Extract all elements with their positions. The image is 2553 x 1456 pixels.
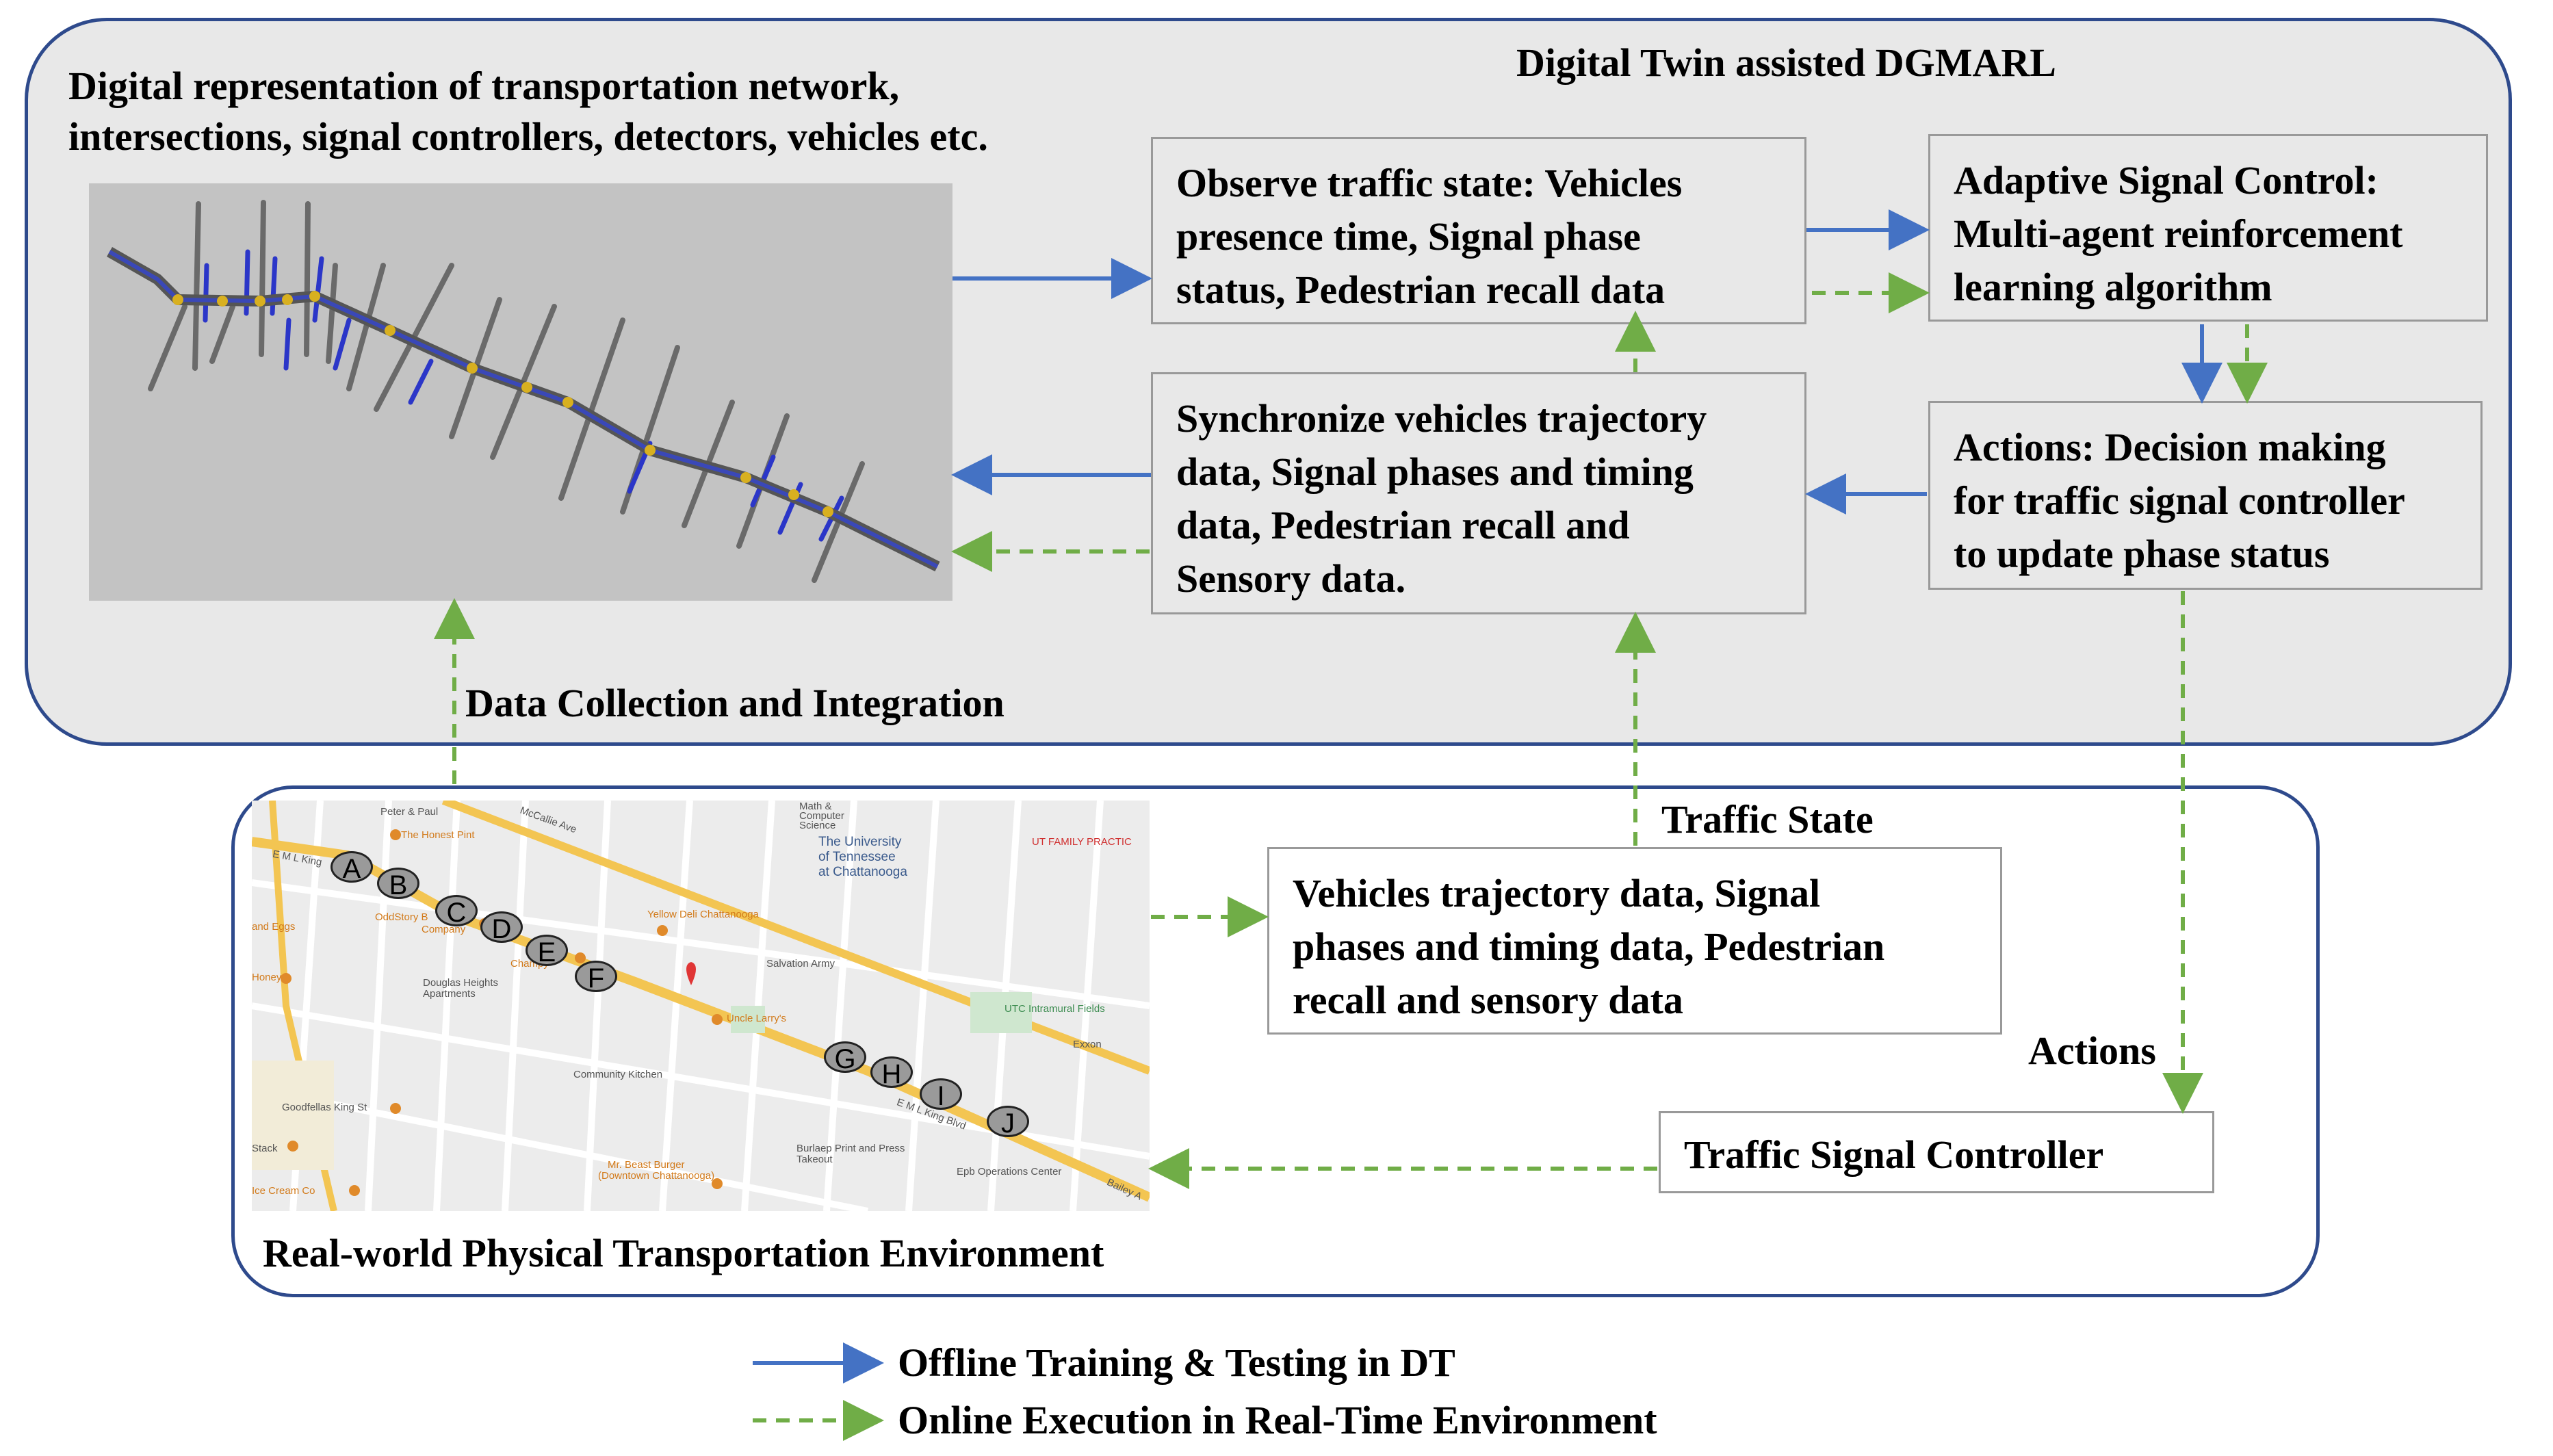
traffic-state-line-1: Vehicles trajectory data, Signal	[1293, 871, 1821, 915]
adaptive-line-3: learning algorithm	[1954, 265, 2272, 309]
network-caption-line-2: intersections, signal controllers, detec…	[68, 114, 988, 159]
traffic-signal-controller-box: Traffic Signal Controller	[1659, 1111, 2214, 1193]
observe-traffic-state-box: Observe traffic state: Vehicles presence…	[1151, 137, 1806, 324]
actions-decision-box: Actions: Decision making for traffic sig…	[1928, 401, 2483, 590]
intersection-marker-e: E	[526, 935, 568, 967]
map-label-takeout: Takeout	[796, 1154, 833, 1165]
adaptive-line-1: Adaptive Signal Control:	[1954, 158, 2379, 203]
traffic-state-label: Traffic State	[1661, 797, 1874, 842]
map-label-mr-beast-1: Mr. Beast Burger	[608, 1159, 685, 1171]
legend-offline-label: Offline Training & Testing in DT	[898, 1340, 1455, 1385]
intersection-marker-h: H	[870, 1056, 913, 1089]
physical-environment-title: Real-world Physical Transportation Envir…	[263, 1231, 1104, 1275]
traffic-signal-controller-text: Traffic Signal Controller	[1684, 1132, 2104, 1177]
intersection-marker-d: D	[480, 911, 523, 944]
intersection-marker-c: C	[435, 895, 478, 928]
map-label-community-kitchen: Community Kitchen	[573, 1069, 663, 1080]
digital-twin-title: Digital Twin assisted DGMARL	[1516, 40, 2056, 85]
map-label-goodfellas: Goodfellas King St	[282, 1102, 367, 1113]
map-label-uncle-larrys: Uncle Larry's	[727, 1013, 787, 1024]
map-label-utc-3: at Chattanooga	[818, 865, 907, 879]
map-label-utc-fields: UTC Intramural Fields	[1005, 1003, 1105, 1015]
synchronize-line-1: Synchronize vehicles trajectory	[1176, 396, 1707, 441]
map-label-exxon: Exxon	[1073, 1039, 1102, 1050]
observe-line-2: presence time, Signal phase	[1176, 214, 1641, 259]
intersection-marker-i: I	[920, 1078, 962, 1111]
legend-online-label: Online Execution in Real-Time Environmen…	[898, 1398, 1657, 1442]
actions-decision-line-3: to update phase status	[1954, 532, 2330, 576]
observe-line-3: status, Pedestrian recall data	[1176, 268, 1666, 312]
map-label-oddstory: OddStory B	[375, 911, 428, 923]
intersection-marker-f: F	[575, 961, 617, 993]
map-label-honest-pint: The Honest Pint	[401, 829, 475, 841]
synchronize-data-box: Synchronize vehicles trajectory data, Si…	[1151, 372, 1806, 614]
data-collection-label: Data Collection and Integration	[465, 681, 1005, 725]
synchronize-line-4: Sensory data.	[1176, 556, 1406, 601]
map-label-ice-cream: Ice Cream Co	[252, 1185, 315, 1197]
traffic-state-line-3: recall and sensory data	[1293, 978, 1683, 1022]
map-label-company: Company	[422, 924, 466, 935]
map-label-honey: Honey	[252, 972, 282, 983]
intersection-marker-b: B	[377, 868, 419, 900]
map-label-douglas-2: Apartments	[423, 988, 476, 1000]
map-label-yellow-deli: Yellow Deli Chattanooga	[647, 909, 759, 920]
map-label-stack: Stack	[252, 1143, 278, 1154]
map-label-math-3: Science	[799, 820, 836, 831]
traffic-state-line-2: phases and timing data, Pedestrian	[1293, 924, 1885, 969]
map-label-epb: Epb Operations Center	[957, 1166, 1062, 1178]
intersection-marker-a: A	[331, 851, 373, 884]
map-label-utc-2: of Tennessee	[818, 850, 896, 864]
map-label-peter-paul: Peter & Paul	[380, 806, 439, 818]
synchronize-line-2: data, Signal phases and timing	[1176, 450, 1694, 494]
observe-line-1: Observe traffic state: Vehicles	[1176, 161, 1683, 205]
actions-decision-line-1: Actions: Decision making	[1954, 425, 2386, 469]
adaptive-line-2: Multi-agent reinforcement	[1954, 211, 2403, 256]
map-label-math-2: Computer	[799, 810, 844, 822]
map-label-salvation-army: Salvation Army	[766, 958, 835, 970]
simulation-network-graphic	[107, 200, 940, 583]
map-label-burlaep: Burlaep Print and Press	[796, 1143, 905, 1154]
simulation-network-image	[89, 183, 952, 601]
actions-label: Actions	[2028, 1028, 2156, 1073]
actions-decision-line-2: for traffic signal controller	[1954, 478, 2405, 523]
map-label-ut-family: UT FAMILY PRACTIC	[1032, 836, 1132, 848]
intersection-marker-g: G	[824, 1041, 866, 1074]
map-graphic	[252, 801, 1150, 1211]
network-caption-line-1: Digital representation of transportation…	[68, 64, 900, 108]
map-label-mr-beast-2: (Downtown Chattanooga)	[598, 1170, 715, 1182]
traffic-state-data-box: Vehicles trajectory data, Signal phases …	[1267, 847, 2002, 1035]
synchronize-line-3: data, Pedestrian recall and	[1176, 503, 1630, 547]
map-label-and-eggs: and Eggs	[252, 921, 296, 933]
map-label-math-1: Math &	[799, 801, 832, 812]
map-label-utc-1: The University	[818, 835, 902, 849]
intersection-marker-j: J	[987, 1106, 1029, 1139]
map-label-douglas-1: Douglas Heights	[423, 977, 499, 989]
map-image: Peter & Paul McCallie Ave The Honest Pin…	[252, 801, 1150, 1211]
